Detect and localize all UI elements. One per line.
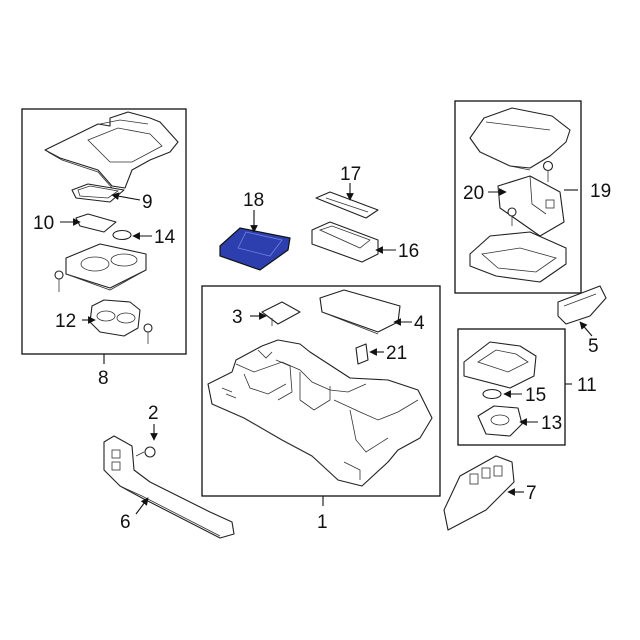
switch-panel-7[interactable] bbox=[443, 455, 515, 531]
side-panel-6[interactable] bbox=[103, 435, 235, 539]
callout-6: 6 bbox=[120, 512, 131, 533]
callout-2: 2 bbox=[148, 403, 159, 424]
callout-12: 12 bbox=[55, 311, 76, 332]
cup-holder-tray[interactable] bbox=[65, 243, 147, 291]
callout-17: 17 bbox=[340, 164, 361, 185]
screw-left-top[interactable] bbox=[54, 270, 64, 292]
bracket-5[interactable] bbox=[557, 285, 607, 325]
ring-15[interactable] bbox=[482, 388, 502, 400]
console-lid-pad-18[interactable] bbox=[219, 227, 291, 271]
shifter-bezel[interactable] bbox=[463, 341, 537, 389]
clip-21[interactable] bbox=[355, 343, 369, 365]
callout-20: 20 bbox=[463, 183, 484, 204]
bolt-2[interactable] bbox=[135, 446, 156, 458]
callout-7: 7 bbox=[526, 483, 537, 504]
callout-21: 21 bbox=[386, 343, 407, 364]
callout-5: 5 bbox=[588, 336, 599, 357]
callout-4: 4 bbox=[414, 313, 425, 334]
callout-13: 13 bbox=[541, 413, 562, 434]
screw-left-bottom[interactable] bbox=[143, 323, 153, 344]
mat-4[interactable] bbox=[319, 289, 401, 335]
group-box-1 bbox=[201, 285, 441, 497]
group-box-19 bbox=[454, 100, 582, 294]
callout-18: 18 bbox=[243, 190, 264, 211]
pad-3[interactable] bbox=[261, 301, 301, 326]
liner-17[interactable] bbox=[315, 191, 379, 219]
callout-19: 19 bbox=[590, 181, 611, 202]
callout-3: 3 bbox=[232, 307, 243, 328]
callout-11: 11 bbox=[577, 375, 597, 396]
lid-hinge-20[interactable] bbox=[497, 175, 565, 237]
callout-14: 14 bbox=[154, 227, 176, 248]
screw-20[interactable] bbox=[507, 207, 517, 226]
console-housing[interactable] bbox=[207, 339, 433, 487]
callout-16: 16 bbox=[398, 241, 419, 262]
group-box-11 bbox=[457, 328, 566, 446]
storage-tray-16[interactable] bbox=[311, 221, 379, 263]
cup-insert-13[interactable] bbox=[477, 405, 523, 437]
callout-8: 8 bbox=[98, 368, 109, 389]
console-top-bezel[interactable] bbox=[44, 111, 179, 189]
armrest-lid[interactable] bbox=[469, 107, 571, 171]
storage-mat-10[interactable] bbox=[75, 213, 117, 233]
callout-9: 9 bbox=[142, 192, 153, 213]
cup-holder-insert-12[interactable] bbox=[89, 299, 141, 337]
callout-10: 10 bbox=[33, 213, 54, 234]
lid-base[interactable] bbox=[469, 231, 567, 283]
callout-1: 1 bbox=[317, 512, 328, 533]
ring-14[interactable] bbox=[112, 229, 132, 241]
callout-15: 15 bbox=[525, 385, 546, 406]
screw-19[interactable] bbox=[542, 160, 554, 183]
